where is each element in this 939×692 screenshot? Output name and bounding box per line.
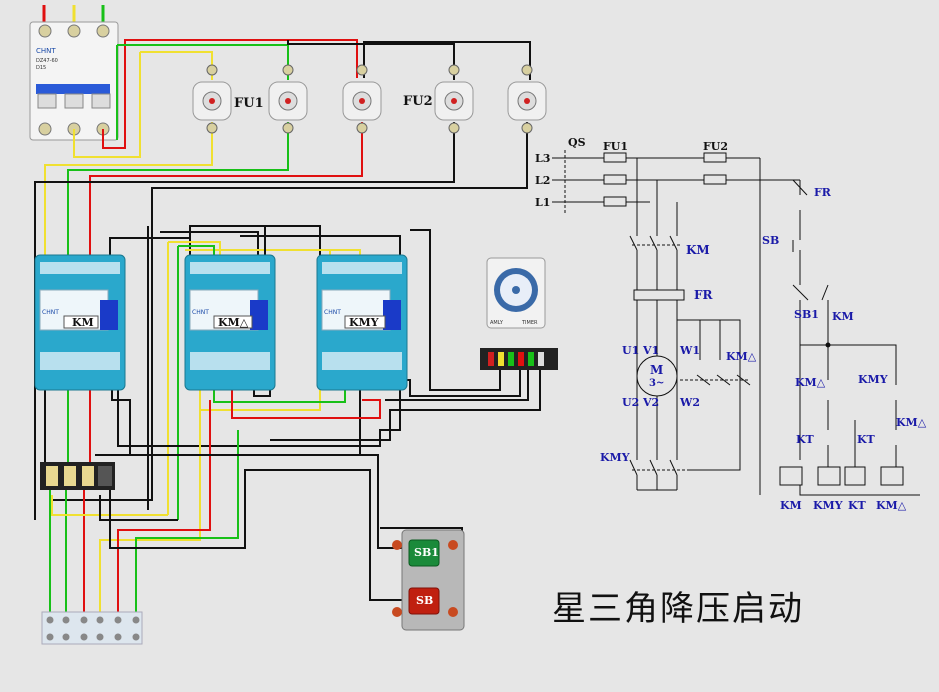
fuse-5: [507, 64, 547, 134]
stop-button-label: SB: [416, 594, 433, 607]
schematic: L3 L2 L1 QS FU1 FU2 KM FR M 3~ U1 V1 W1 …: [535, 136, 927, 512]
terminal-v2: V2: [642, 396, 659, 409]
fuse-1: [192, 64, 232, 134]
sb-control-label: SB: [762, 234, 779, 247]
kmy-brand: CHNT: [324, 309, 341, 316]
thermal-relay: [40, 462, 115, 490]
km-hold-label: KM: [832, 310, 854, 323]
sb1-control-label: SB1: [794, 308, 819, 321]
kmd-interlock-label: KM△: [795, 376, 826, 389]
schematic-lines: [552, 150, 920, 496]
terminal-v1: V1: [642, 344, 659, 357]
fuse-3: [342, 64, 382, 134]
fu2-schematic-label: FU2: [703, 140, 728, 153]
fu1-wiring-label: FU1: [234, 96, 264, 111]
kmy-contact-label: KMY: [858, 373, 888, 386]
terminal-u2: U2: [622, 396, 639, 409]
timer-type: TIMER: [521, 320, 538, 326]
fuses: FU1 FU2: [192, 64, 547, 134]
coil-kt-label: KT: [848, 499, 867, 512]
kmy-main-label: KMY: [600, 451, 630, 464]
contactor-kmy: CHNT KMY: [316, 254, 408, 391]
timer-brand: AMLY: [490, 320, 504, 326]
kmd-contactor-label: KM△: [218, 316, 249, 329]
kmy-contactor-label: KMY: [349, 316, 379, 329]
km-contactor-label: KM: [72, 316, 94, 329]
terminal-w1: W1: [679, 344, 700, 357]
terminal-u1: U1: [622, 344, 639, 357]
contactor-km: CHNT KM: [34, 254, 126, 391]
coil-kmd-label: KM△: [876, 499, 907, 512]
start-button[interactable]: SB1: [408, 539, 440, 567]
motor-phase: 3~: [649, 378, 664, 389]
circuit-breaker: CHNT DZ47-60 D15: [29, 21, 119, 141]
supply-l2: L2: [535, 174, 550, 187]
kmd-brand: CHNT: [192, 309, 209, 316]
kt-contact-2-label: KT: [857, 433, 876, 446]
power-wires: [34, 39, 541, 612]
fu1-schematic-label: FU1: [603, 140, 628, 153]
kmd-main-label: KM△: [726, 350, 757, 363]
km-main-label: KM: [686, 243, 710, 257]
supply-l1: L1: [535, 196, 550, 209]
kmd-contact-label: KM△: [896, 416, 927, 429]
start-button-label: SB1: [414, 546, 439, 559]
breaker-model: DZ47-60: [36, 58, 58, 64]
fuse-2: [268, 64, 308, 134]
fu2-wiring-label: FU2: [403, 94, 433, 109]
button-station: SB1 SB: [392, 529, 465, 631]
fr-main-label: FR: [694, 288, 714, 302]
timer-relay: AMLY TIMER: [480, 257, 558, 370]
supply-l3: L3: [535, 152, 550, 165]
qs-label: QS: [568, 136, 586, 149]
diagram-title: 星三角降压启动: [552, 589, 804, 629]
breaker-brand: CHNT: [36, 47, 56, 55]
fuse-4: [434, 64, 474, 134]
motor-terminals: [41, 611, 143, 645]
coil-km-label: KM: [780, 499, 802, 512]
stop-button[interactable]: SB: [408, 587, 440, 615]
fr-control-label: FR: [814, 186, 832, 199]
contactor-kmd: CHNT KM△: [184, 254, 276, 391]
motor-label: M: [650, 363, 663, 377]
terminal-w2: W2: [679, 396, 700, 409]
kt-contact-1-label: KT: [796, 433, 815, 446]
breaker-rating: D15: [36, 65, 46, 71]
wiring-diagram: CHNT DZ47-60 D15: [29, 5, 558, 645]
km-brand: CHNT: [42, 309, 59, 316]
coil-kmy-label: KMY: [813, 499, 843, 512]
